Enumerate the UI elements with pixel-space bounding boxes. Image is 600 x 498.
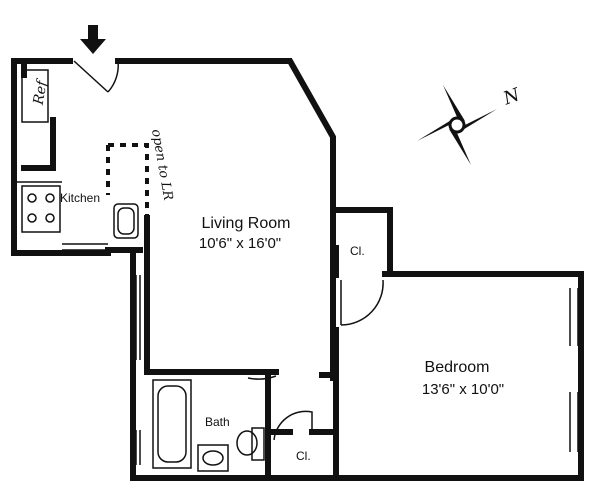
doors: [73, 60, 384, 441]
compass-north-label: N: [500, 84, 524, 110]
bedroom-label: Bedroom: [425, 359, 490, 376]
bathtub-icon: [152, 379, 192, 469]
bedroom-dims: 13'6" x 10'0": [422, 381, 504, 398]
windows: [14, 69, 579, 465]
closet-upper-label: Cl.: [350, 244, 365, 258]
closet-lower-label: Cl.: [296, 449, 311, 463]
bath-sink-icon: [197, 444, 229, 472]
kitchen-sink-icon: [113, 203, 139, 239]
living-room-label: Living Room: [202, 215, 291, 232]
ref-label: Ref: [30, 77, 51, 107]
entrance-arrow-icon: [80, 25, 106, 54]
open-partition: [106, 143, 149, 218]
walls: [11, 58, 584, 481]
compass-rose-icon: [417, 85, 497, 165]
toilet-icon: [236, 427, 265, 461]
kitchen-label: Kitchen: [60, 191, 100, 205]
stove-icon: [21, 185, 61, 233]
open-to-lr-note: open to LR: [148, 128, 175, 202]
bath-label: Bath: [205, 415, 230, 429]
living-room-dims: 10'6" x 16'0": [199, 235, 281, 252]
